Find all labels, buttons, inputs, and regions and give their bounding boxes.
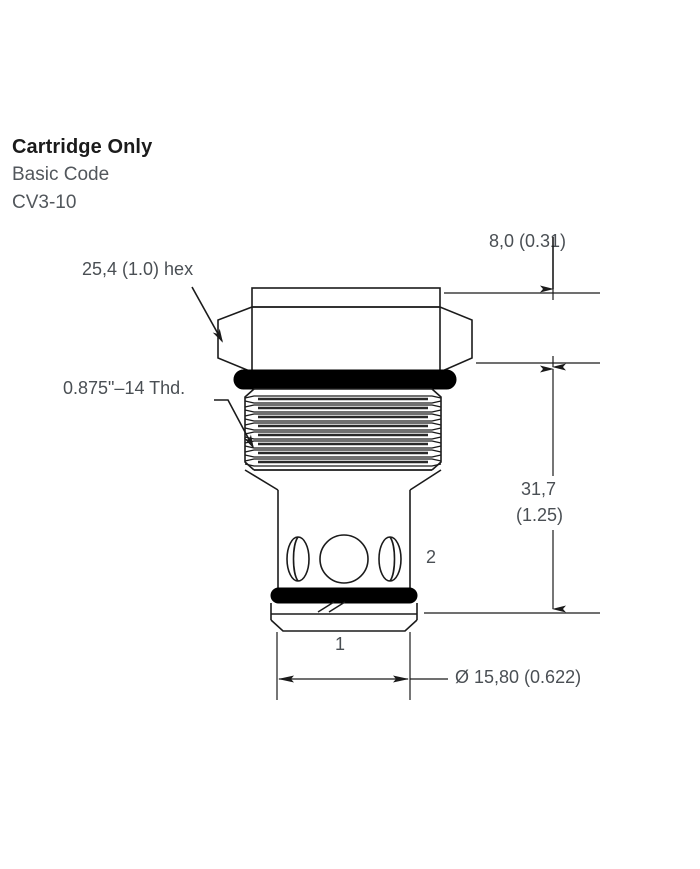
upper-o-ring	[233, 369, 457, 390]
extension-lines-top	[444, 292, 600, 364]
length-dimension-label-in: (1.25)	[516, 505, 564, 525]
length-dimension-label-mm: 31,7	[521, 479, 557, 499]
top-stem-rect	[251, 287, 441, 308]
port-2-label: 2	[426, 547, 437, 567]
hex-dimension-label: 25,4 (1.0) hex	[82, 259, 194, 279]
hex-leader-line	[191, 286, 223, 343]
hex-nut	[217, 306, 473, 373]
body-chamfer	[244, 469, 442, 491]
thread-leader-line	[214, 399, 254, 449]
page-title: Cartridge Only	[12, 136, 153, 158]
extension-lines-diameter	[276, 632, 411, 700]
port-1-label: 1	[335, 634, 346, 654]
thread-spec-label: 0.875"–14 Thd.	[63, 378, 186, 398]
lower-o-ring	[270, 587, 418, 604]
top-dimension-label: 8,0 (0.31)	[489, 231, 567, 251]
threaded-section	[244, 388, 442, 471]
diameter-dimension-label: Ø 15,80 (0.622)	[455, 667, 582, 687]
model-code: CV3-10	[12, 192, 77, 213]
nose-section	[270, 601, 418, 632]
basic-code-label: Basic Code	[12, 164, 110, 185]
valve-body	[277, 490, 411, 596]
port-2-openings	[286, 534, 402, 584]
